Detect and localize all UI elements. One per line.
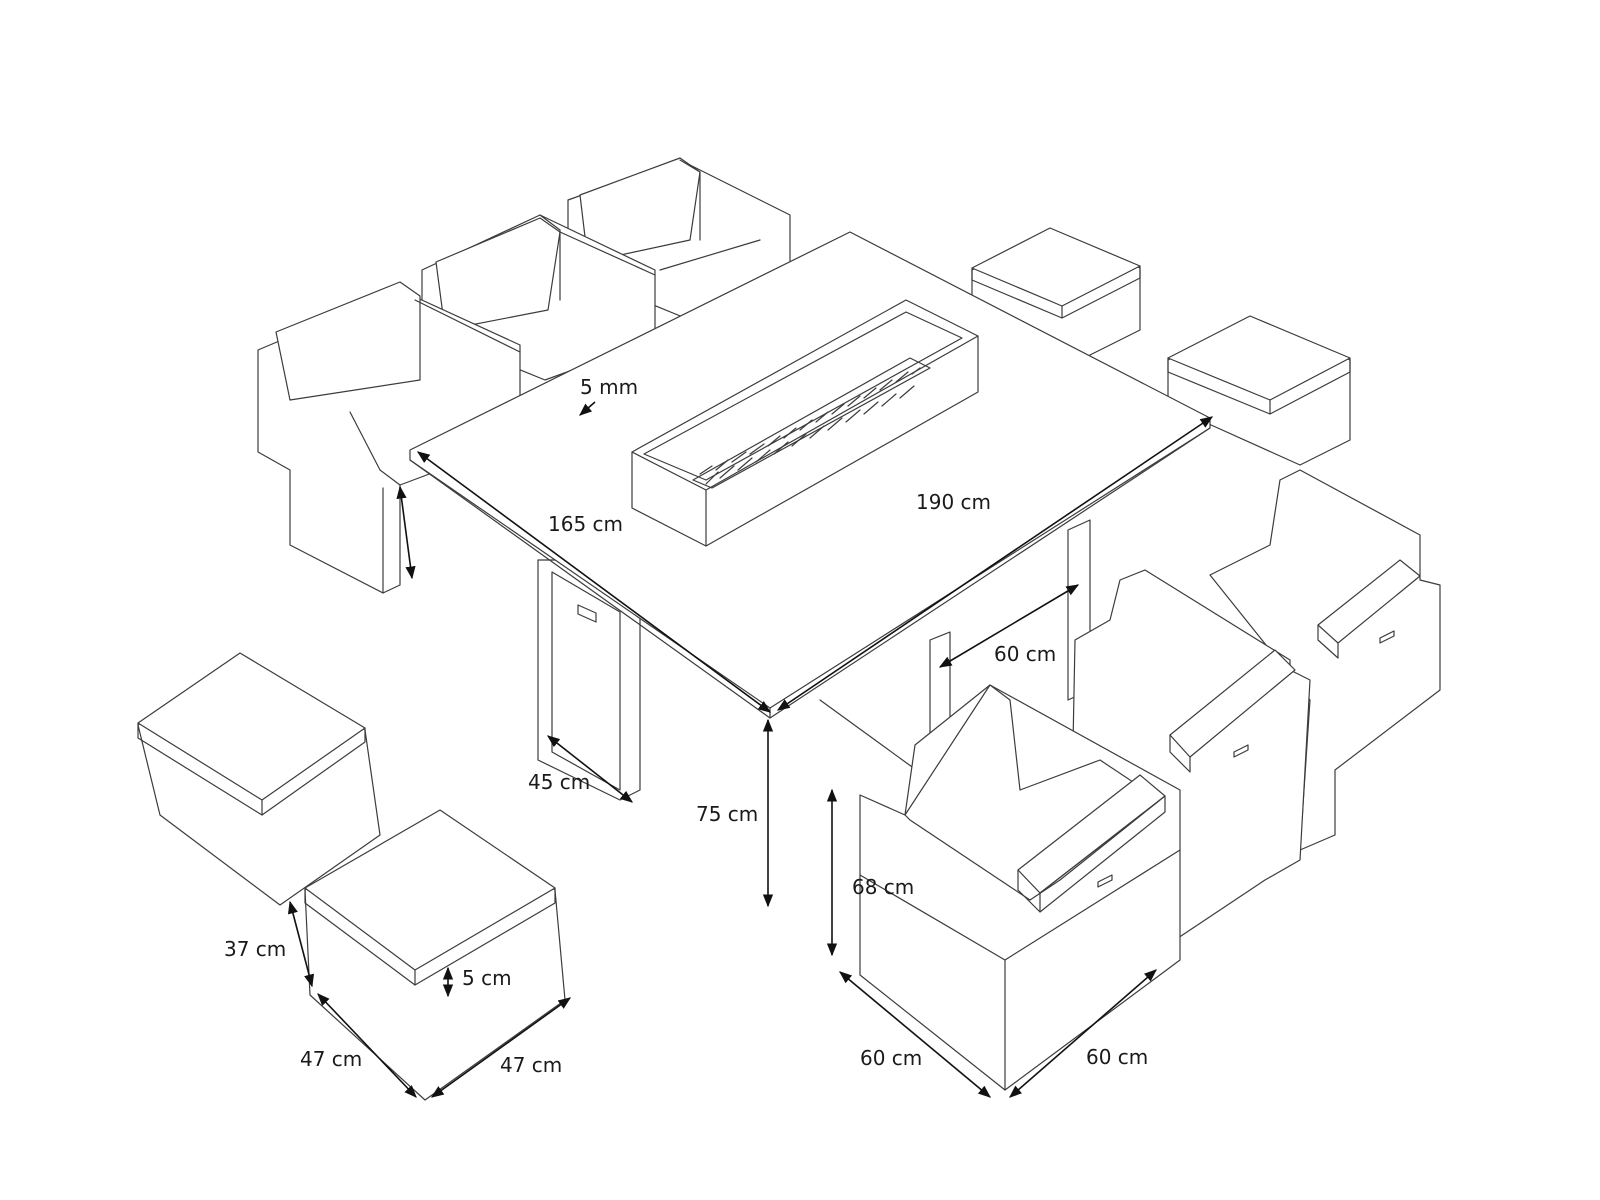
arrow-stool-depth bbox=[430, 997, 572, 1098]
stool-back-right-2 bbox=[1167, 315, 1351, 466]
label-chair-depth: 60 cm bbox=[1086, 1045, 1148, 1069]
label-table-height: 75 cm bbox=[696, 802, 758, 826]
arrow-glass-thickness bbox=[579, 401, 596, 416]
arrow-chair-width bbox=[839, 971, 991, 1098]
label-cushion-thickness: 5 cm bbox=[462, 966, 512, 990]
label-table-depth: 165 cm bbox=[548, 512, 623, 536]
label-table-width: 190 cm bbox=[916, 490, 991, 514]
label-leg-width: 60 cm bbox=[994, 642, 1056, 666]
label-stool-height: 37 cm bbox=[224, 937, 286, 961]
dimension-arrows bbox=[287, 401, 1214, 1098]
label-chair-height: 68 cm bbox=[852, 875, 914, 899]
label-chair-width: 60 cm bbox=[860, 1046, 922, 1070]
label-leg-depth: 45 cm bbox=[528, 770, 590, 794]
label-glass-thickness: 5 mm bbox=[580, 375, 638, 399]
stool-front-left-1 bbox=[137, 652, 381, 906]
arrow-chair-seat-height bbox=[396, 485, 416, 580]
arrow-leg-depth bbox=[546, 735, 634, 803]
label-stool-depth: 47 cm bbox=[500, 1053, 562, 1077]
arrow-chair-depth bbox=[1009, 969, 1157, 1098]
chair-back-1 bbox=[257, 281, 521, 594]
arrow-table-depth bbox=[416, 451, 772, 713]
dimension-labels: 5 mm 165 cm 190 cm 60 cm 45 cm 75 cm 68 … bbox=[224, 375, 1148, 1077]
arrow-stool-height bbox=[287, 900, 315, 988]
arrow-stool-width bbox=[317, 993, 417, 1098]
arrow-table-width bbox=[776, 416, 1214, 711]
label-stool-width: 47 cm bbox=[300, 1047, 362, 1071]
arrow-leg-width bbox=[938, 584, 1080, 668]
